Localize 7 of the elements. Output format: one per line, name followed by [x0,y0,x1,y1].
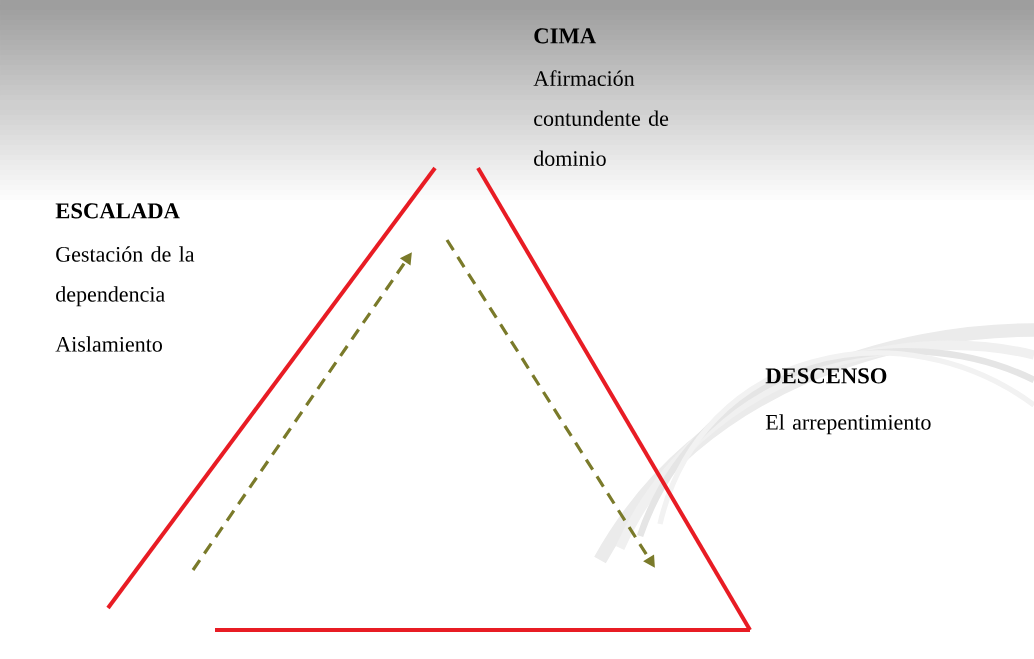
description-text: Aislamiento [55,336,162,352]
heading: CIMA [534,28,597,44]
description-text: Afirmación contundente de dominio [533,70,669,166]
description-text: El arrepentimiento [765,414,931,435]
description-text: Gestación de la dependencia [56,246,195,307]
heading: DESCENSO [765,368,887,384]
heading: ESCALADA [55,203,180,219]
